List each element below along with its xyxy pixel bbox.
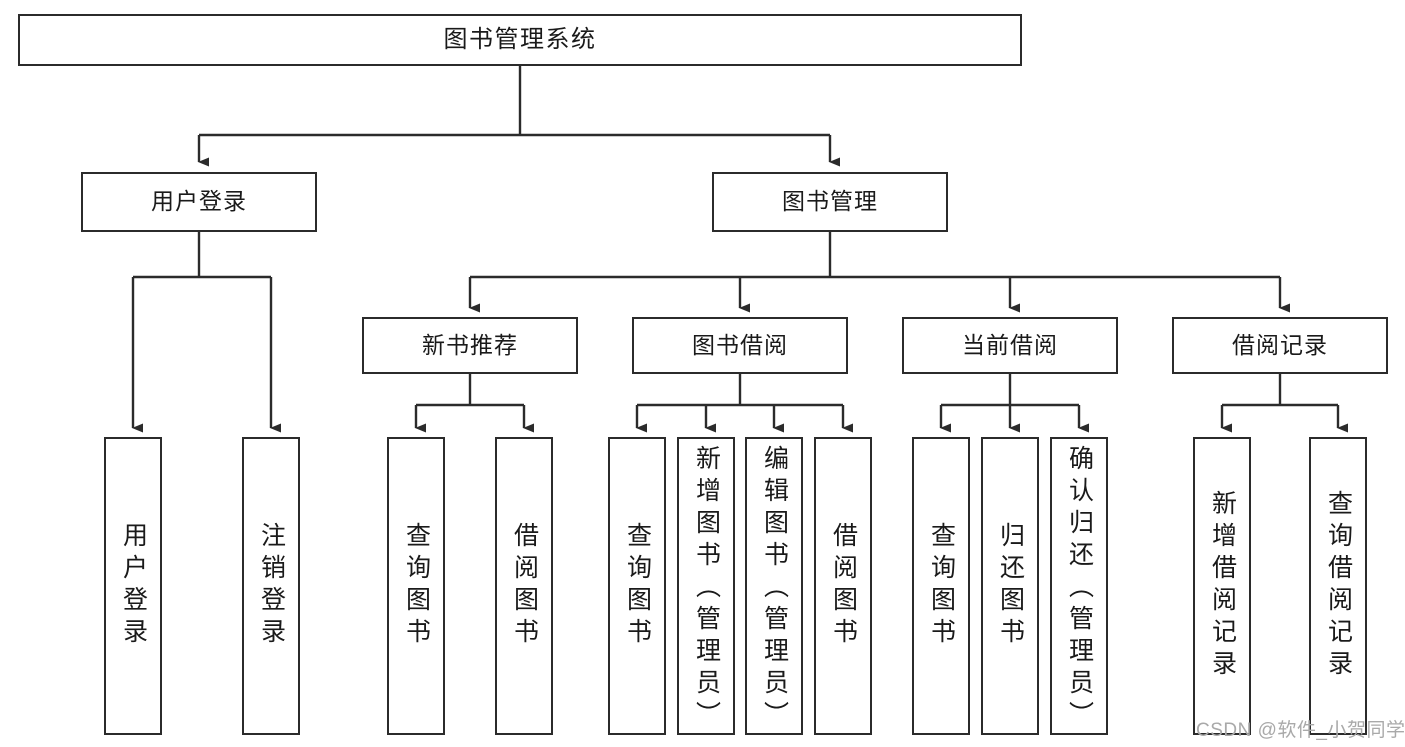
node-leaf-edit-book-admin-label: 编辑图书（管理员） — [760, 445, 789, 733]
node-leaf-query-book-2-label: 查询图书 — [623, 522, 652, 650]
node-leaf-add-borrow-record[interactable]: 新增借阅记录 — [1193, 437, 1251, 735]
node-leaf-query-book-3[interactable]: 查询图书 — [912, 437, 970, 735]
node-new-book-recommend[interactable]: 新书推荐 — [362, 317, 578, 374]
node-leaf-add-book-admin-label: 新增图书（管理员） — [692, 445, 721, 733]
node-leaf-edit-book-admin[interactable]: 编辑图书（管理员） — [745, 437, 803, 735]
node-borrow-record[interactable]: 借阅记录 — [1172, 317, 1388, 374]
node-leaf-return-book-label: 归还图书 — [996, 522, 1025, 650]
node-book-borrow-label: 图书借阅 — [692, 331, 788, 358]
node-leaf-return-book[interactable]: 归还图书 — [981, 437, 1039, 735]
node-leaf-add-book-admin[interactable]: 新增图书（管理员） — [677, 437, 735, 735]
node-leaf-confirm-return-admin[interactable]: 确认归还（管理员） — [1050, 437, 1108, 735]
node-leaf-user-login-label: 用户登录 — [119, 522, 148, 650]
node-leaf-logout-login-label: 注销登录 — [257, 522, 286, 650]
node-book-management-label: 图书管理 — [782, 188, 878, 215]
node-leaf-query-book-2[interactable]: 查询图书 — [608, 437, 666, 735]
node-leaf-query-book-3-label: 查询图书 — [927, 522, 956, 650]
node-root-label: 图书管理系统 — [443, 25, 597, 53]
node-current-borrow-label: 当前借阅 — [962, 331, 1058, 358]
node-book-borrow[interactable]: 图书借阅 — [632, 317, 848, 374]
node-leaf-borrow-book-2-label: 借阅图书 — [829, 522, 858, 650]
node-current-borrow[interactable]: 当前借阅 — [902, 317, 1118, 374]
node-leaf-add-borrow-record-label: 新增借阅记录 — [1208, 490, 1237, 682]
watermark-text: CSDN @软件_小贺同学 — [1196, 720, 1405, 741]
node-leaf-query-book-1[interactable]: 查询图书 — [387, 437, 445, 735]
node-leaf-user-login[interactable]: 用户登录 — [104, 437, 162, 735]
node-new-book-recommend-label: 新书推荐 — [422, 331, 518, 358]
node-user-login-label: 用户登录 — [151, 188, 247, 215]
node-leaf-borrow-book-1-label: 借阅图书 — [510, 522, 539, 650]
node-user-login[interactable]: 用户登录 — [81, 172, 317, 232]
node-leaf-borrow-book-1[interactable]: 借阅图书 — [495, 437, 553, 735]
node-leaf-query-borrow-record-label: 查询借阅记录 — [1324, 490, 1353, 682]
node-leaf-query-borrow-record[interactable]: 查询借阅记录 — [1309, 437, 1367, 735]
node-leaf-query-book-1-label: 查询图书 — [402, 522, 431, 650]
node-leaf-confirm-return-admin-label: 确认归还（管理员） — [1065, 445, 1094, 733]
node-borrow-record-label: 借阅记录 — [1232, 331, 1328, 358]
node-root[interactable]: 图书管理系统 — [18, 14, 1022, 66]
node-leaf-borrow-book-2[interactable]: 借阅图书 — [814, 437, 872, 735]
node-book-management[interactable]: 图书管理 — [712, 172, 948, 232]
node-leaf-logout-login[interactable]: 注销登录 — [242, 437, 300, 735]
